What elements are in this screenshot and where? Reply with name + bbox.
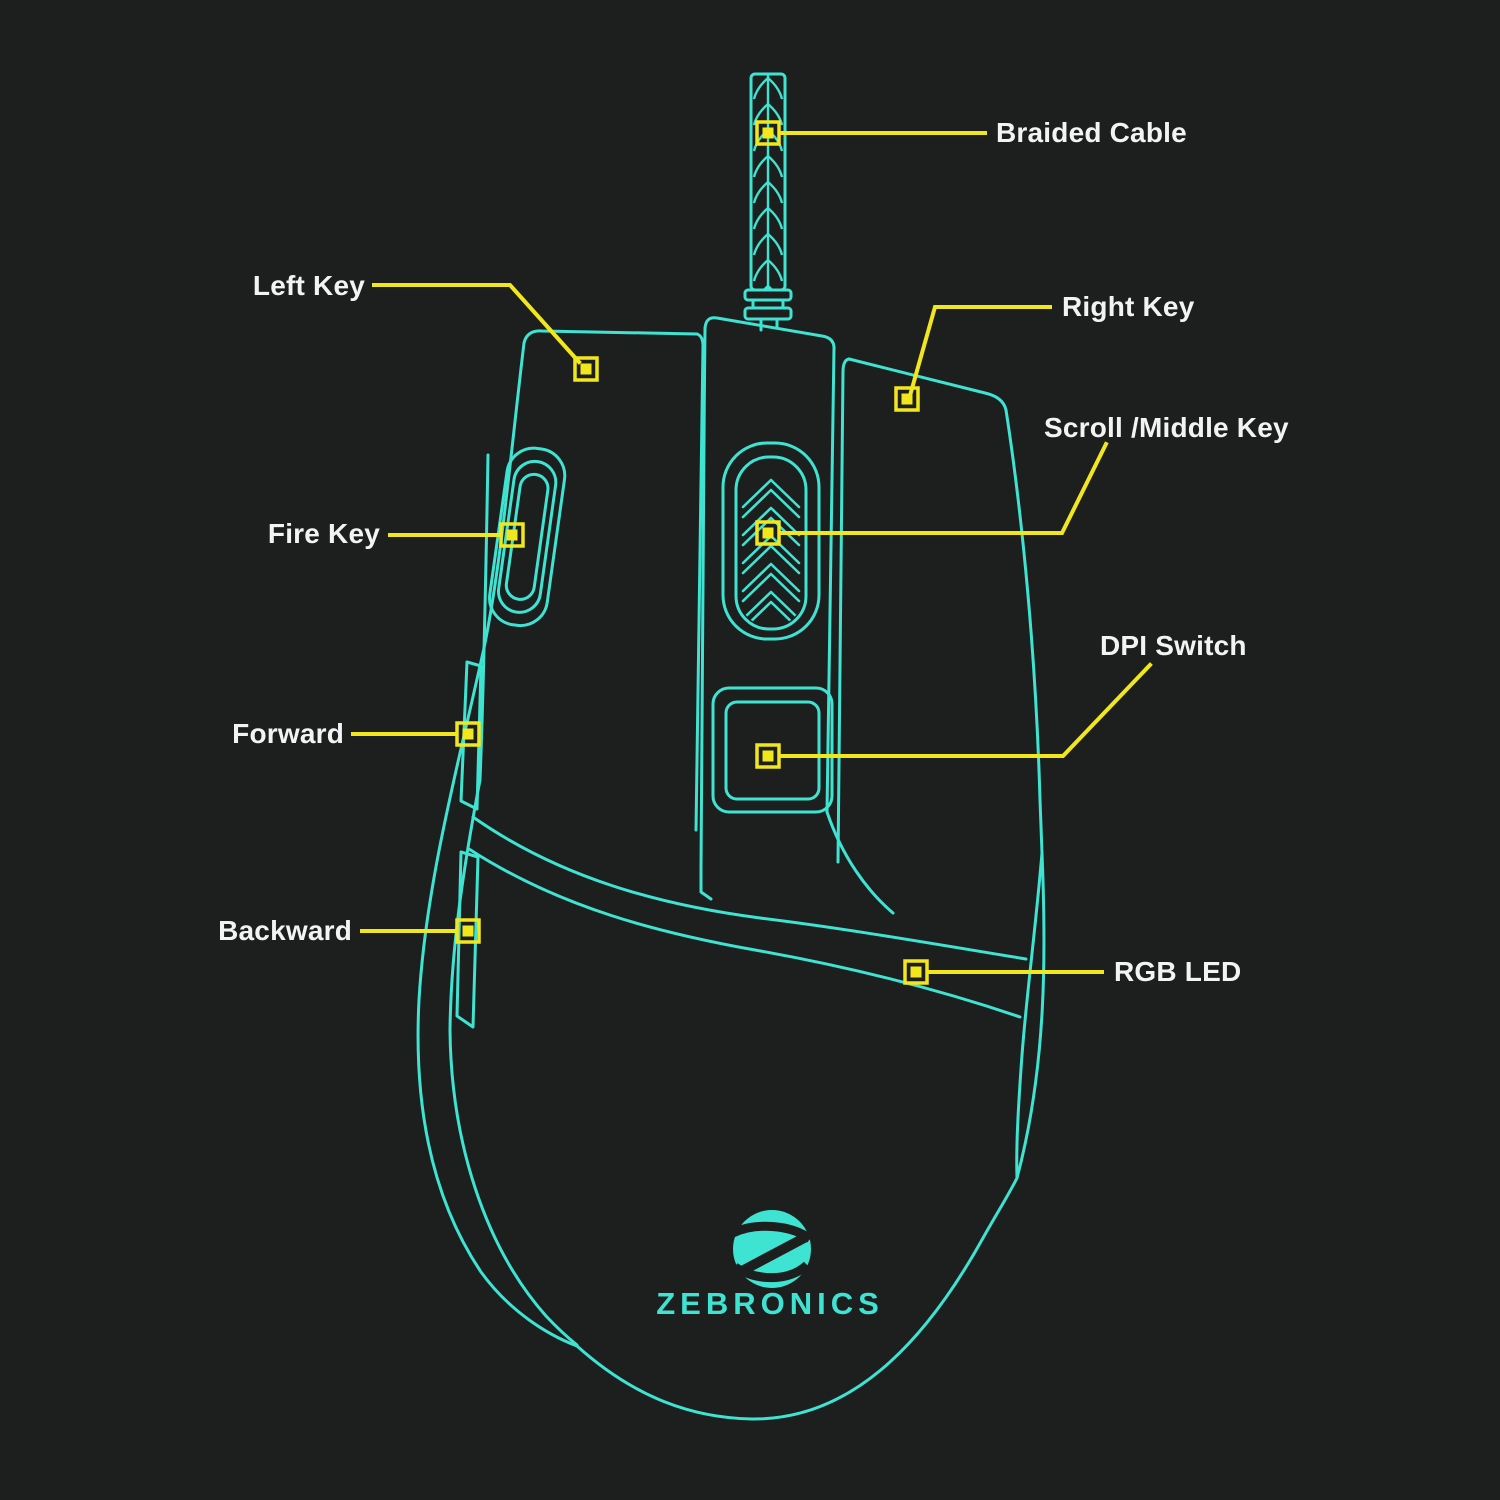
zebronics-wordmark: ZEBRONICS	[656, 1286, 884, 1321]
center-strip-left-edge	[699, 326, 713, 901]
right-key-label: Right Key	[1062, 291, 1195, 322]
forward-label: Forward	[232, 718, 344, 749]
braided-cable-drawing	[743, 72, 793, 332]
scroll-wheel	[734, 455, 808, 631]
zebronics-logo-icon	[731, 1210, 813, 1288]
backward-button-drawing	[455, 850, 480, 1029]
callout-right-key	[894, 305, 1052, 412]
callout-rgb-led	[903, 959, 1104, 985]
callout-left-key	[372, 283, 599, 382]
right-key-left-edge	[836, 357, 851, 864]
mouse-outline-right	[1004, 408, 1046, 1180]
callout-backward	[360, 918, 481, 944]
backward-label: Backward	[218, 915, 352, 946]
forward-button-drawing	[459, 660, 483, 811]
callout-dpi-switch	[755, 662, 1153, 769]
fire-key-drawing	[488, 446, 567, 628]
dpi-panel-outer	[711, 686, 834, 814]
center-strip-right-edge	[825, 346, 836, 814]
rgb-led-label: RGB LED	[1114, 956, 1242, 987]
center-strip-top-edge	[703, 316, 836, 352]
callout-fire-key	[388, 522, 525, 548]
dpi-panel-inner	[724, 700, 821, 801]
dpi-switch-label: DPI Switch	[1100, 630, 1247, 661]
scroll-middle-key-label: Scroll /Middle Key	[1044, 412, 1289, 443]
right-key-panel	[836, 357, 1008, 864]
cable-strain-ring-bottom	[743, 306, 793, 321]
fire-key-label: Fire Key	[267, 518, 380, 549]
right-grip-crease	[1015, 851, 1044, 1180]
scroll-housing	[721, 441, 821, 641]
scroll-wheel-drawing	[721, 441, 821, 641]
center-strip	[699, 316, 895, 915]
rgb-led-band	[467, 815, 1028, 1019]
mouse-outline-bottom	[575, 1176, 1019, 1421]
right-key-top-edge	[847, 357, 1008, 412]
left-grip-crease	[448, 453, 579, 1347]
callout-forward	[351, 721, 481, 747]
left-key-top-edge	[522, 329, 699, 345]
right-key-lower-edge	[825, 810, 895, 915]
left-key-panel	[522, 329, 705, 832]
braided-cable-label: Braided Cable	[996, 117, 1187, 148]
callout-scroll-middle-key	[755, 441, 1109, 546]
left-key-right-edge	[694, 332, 705, 832]
scroll-wheel-chevrons	[741, 478, 801, 626]
left-key-label: Left Key	[252, 270, 365, 301]
callout-braided-cable	[755, 120, 987, 146]
dpi-switch-drawing	[711, 686, 834, 814]
